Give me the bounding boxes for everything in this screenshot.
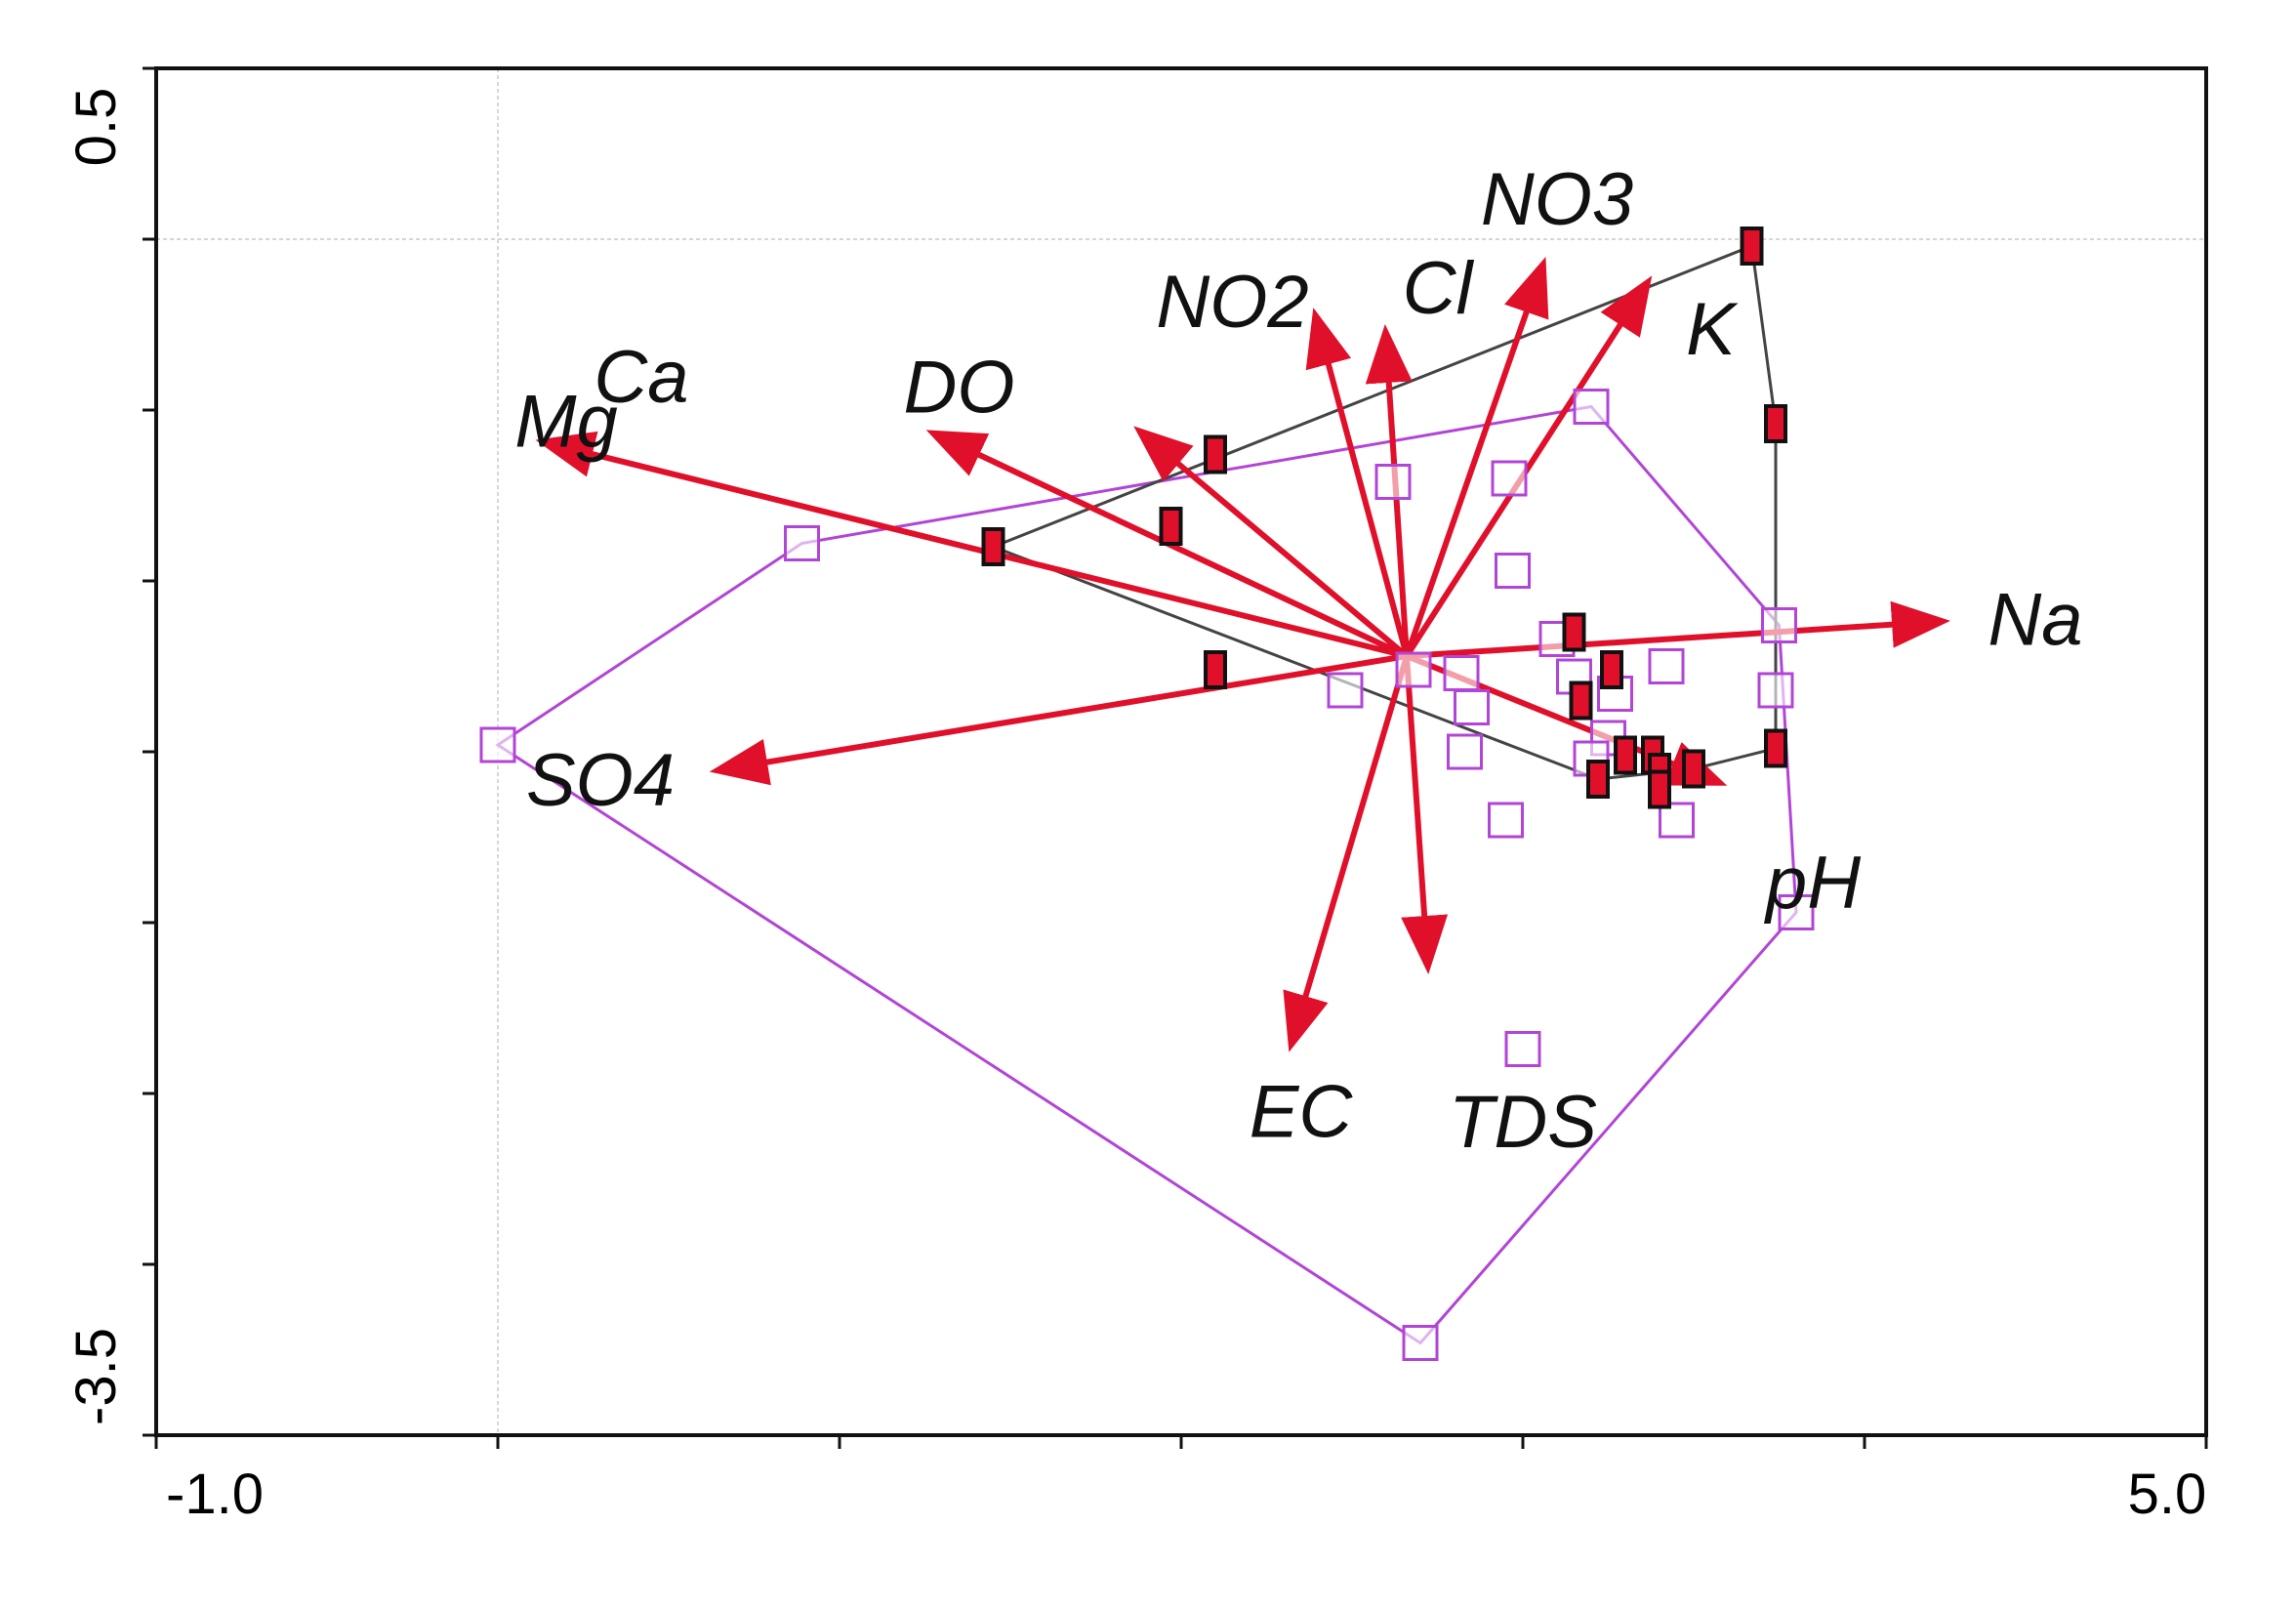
- point-filled-bar: [1569, 680, 1593, 721]
- point-open-square: [1648, 648, 1685, 684]
- point-open-square: [1488, 802, 1524, 839]
- point-open-square: [1454, 689, 1490, 725]
- point-open-square: [1443, 655, 1480, 691]
- label-no2: NO2: [1156, 261, 1308, 344]
- point-filled-bar: [1764, 404, 1787, 443]
- y-tick-label-min: -3.5: [64, 1328, 128, 1425]
- point-open-square: [1573, 389, 1610, 425]
- label-ca: Ca: [594, 336, 688, 419]
- point-open-square: [1327, 672, 1364, 709]
- point-open-square: [1495, 553, 1531, 589]
- axis-ticks: [143, 66, 2208, 1449]
- x-tick-label-max: 5.0: [2128, 1463, 2207, 1526]
- vector-na: [1406, 600, 1950, 659]
- vector-mg: [535, 431, 1408, 659]
- point-filled-bar: [1586, 760, 1610, 799]
- label-na: Na: [1988, 579, 2082, 662]
- point-open-square: [784, 525, 820, 561]
- point-open-square: [1374, 464, 1412, 500]
- point-filled-bar: [1562, 612, 1586, 652]
- vector-do: [1133, 426, 1409, 659]
- vector-no2: [1305, 308, 1410, 657]
- label-no3: NO3: [1481, 158, 1633, 241]
- point-open-square: [1402, 1325, 1439, 1361]
- vector-ec: [1283, 655, 1410, 1052]
- label-so4: SO4: [526, 739, 675, 822]
- point-open-square: [1757, 672, 1794, 709]
- label-mg: Mg: [514, 381, 618, 464]
- point-filled-bar: [1764, 728, 1787, 768]
- point-open-square: [1504, 1031, 1541, 1067]
- point-filled-bar: [1204, 650, 1227, 689]
- point-filled-bar: [1159, 507, 1183, 546]
- label-ph: pH: [1764, 842, 1861, 925]
- vector-tds: [1401, 655, 1449, 974]
- label-cl: Cl: [1403, 247, 1475, 330]
- label-do: DO: [904, 347, 1015, 430]
- point-filled-bar: [1740, 227, 1764, 266]
- point-open-square: [1491, 460, 1528, 497]
- point-filled-bar: [1648, 769, 1671, 809]
- label-ec: EC: [1250, 1071, 1354, 1154]
- point-filled-bar: [1600, 650, 1623, 689]
- x-tick-label-min: -1.0: [166, 1463, 264, 1526]
- vector-no3: [1404, 257, 1549, 657]
- point-filled-bar: [1614, 735, 1637, 775]
- point-open-square: [1447, 733, 1483, 770]
- point-filled-bar: [1204, 434, 1227, 474]
- point-open-square: [1761, 607, 1797, 643]
- vector-ca: [925, 430, 1409, 659]
- axis-tick-labels: -1.0 5.0 0.5 -3.5: [64, 88, 2206, 1526]
- vector-so4: [709, 653, 1408, 786]
- label-tds: TDS: [1449, 1081, 1597, 1164]
- point-open-square: [1778, 894, 1815, 930]
- point-open-square: [479, 726, 516, 763]
- y-tick-label-max: 0.5: [64, 88, 128, 167]
- point-filled-bar: [981, 527, 1005, 566]
- sample-points: [479, 227, 1815, 1361]
- point-open-square: [1659, 802, 1695, 839]
- point-open-square: [1395, 651, 1432, 688]
- label-k: K: [1686, 288, 1739, 371]
- point-filled-bar: [1682, 749, 1705, 789]
